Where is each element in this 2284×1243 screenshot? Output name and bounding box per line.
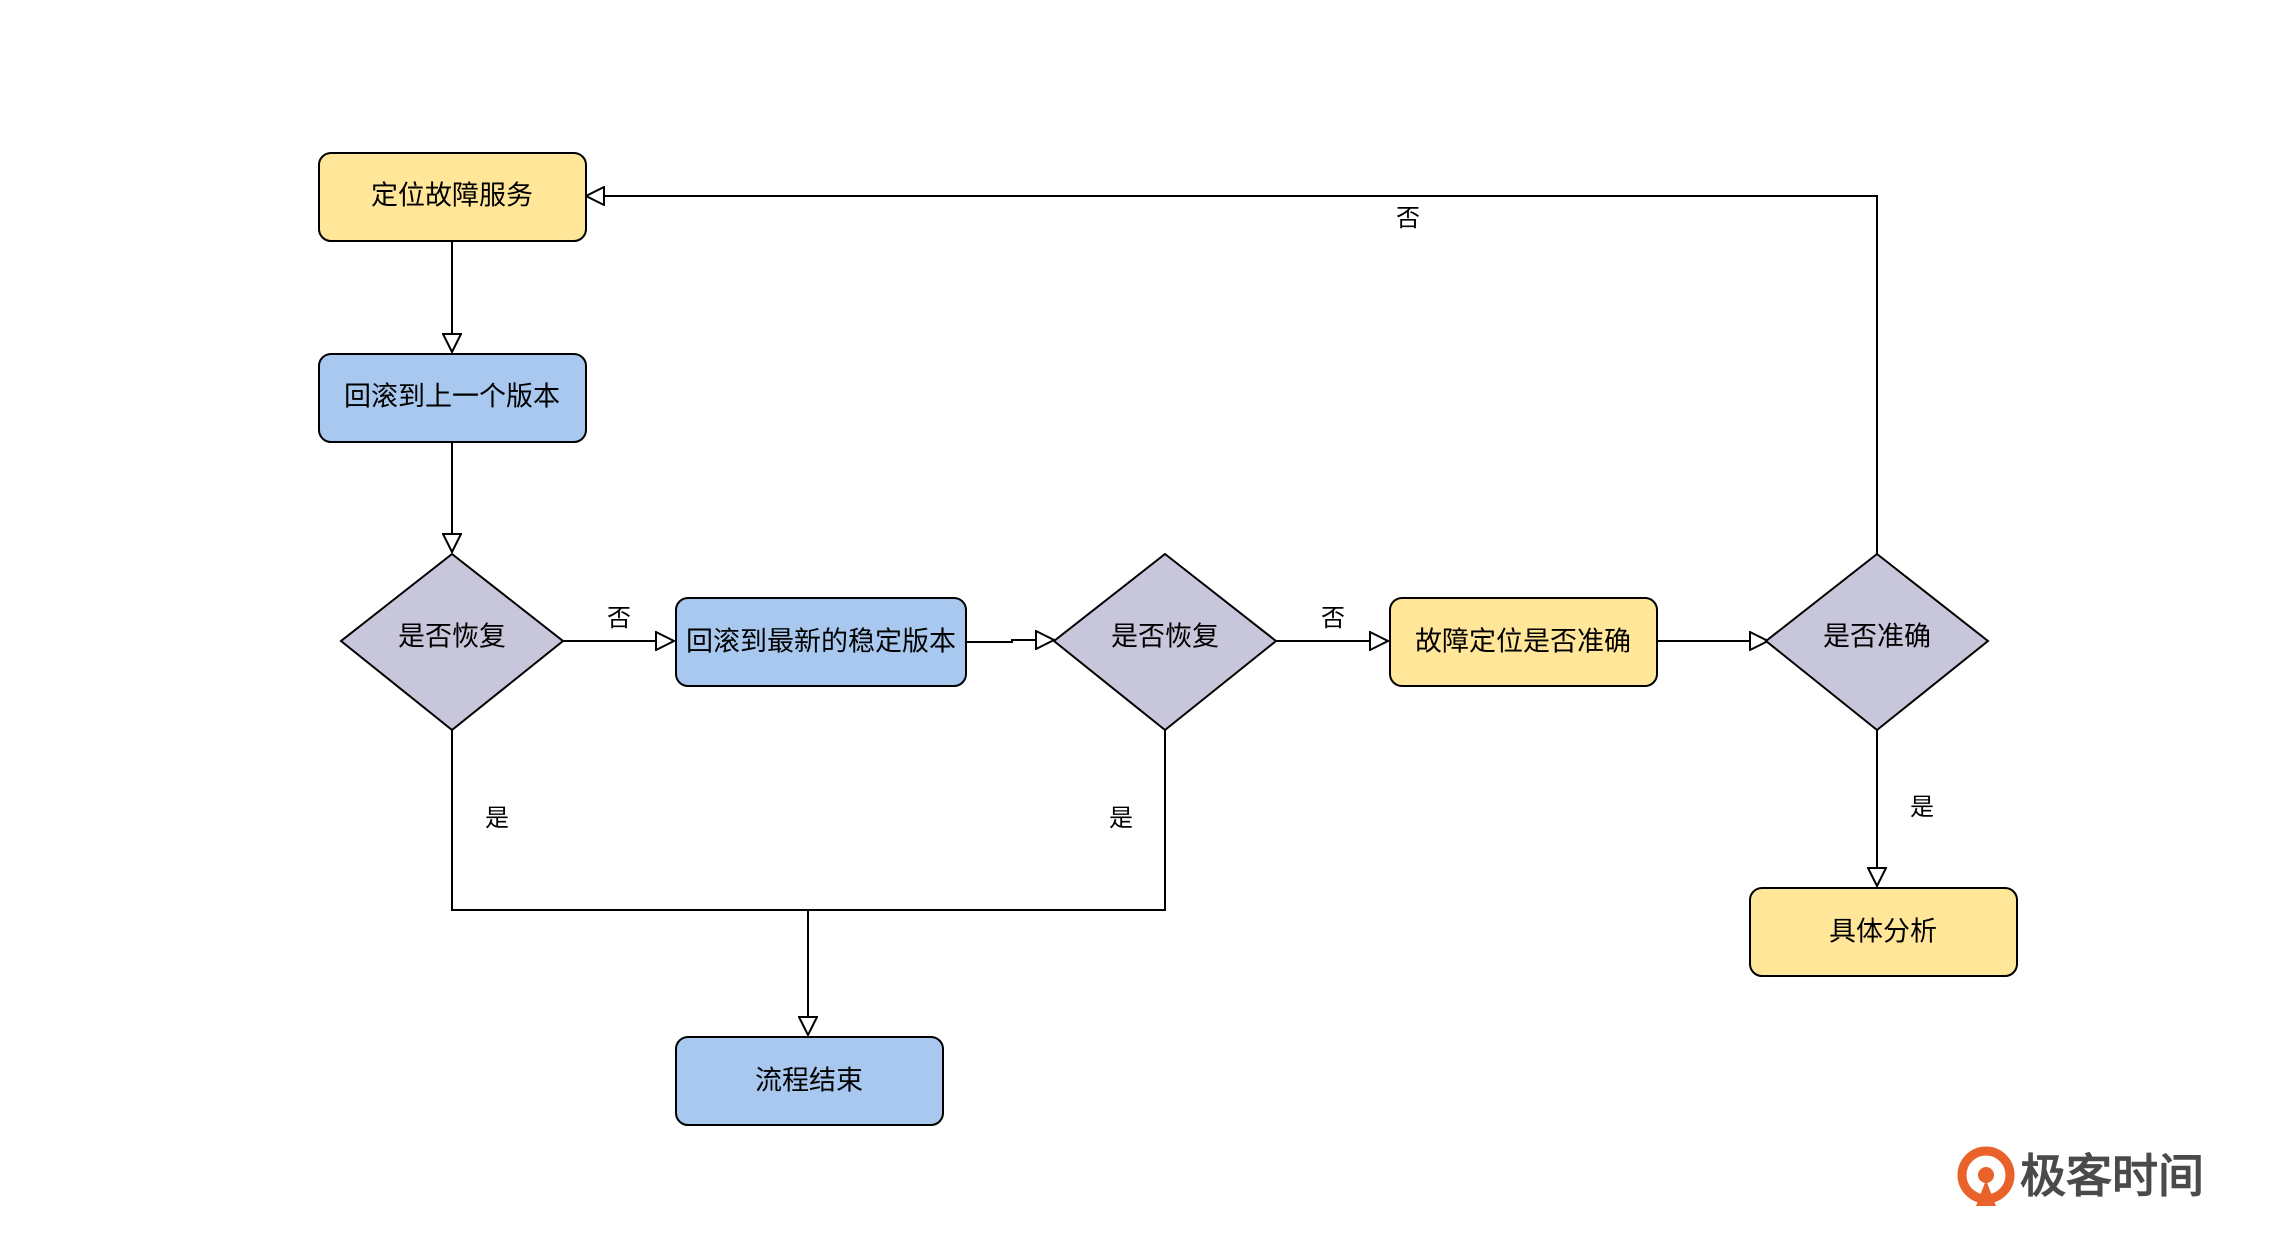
edge-rollback-stable-to-recovered-2 (965, 640, 1054, 642)
decision-label: 是否恢复 (1111, 622, 1219, 653)
brand-name: 极客时间 (2020, 1149, 2204, 1203)
edge-label-yes-3: 是 (1910, 793, 1934, 821)
edge-label-no-3: 否 (1396, 204, 1420, 232)
edge-label-no-2: 否 (1321, 604, 1345, 632)
node-rollback-previous[interactable]: 回滚到上一个版本 (318, 353, 587, 443)
decision-label: 是否恢复 (398, 622, 506, 653)
node-specific-analysis[interactable]: 具体分析 (1749, 887, 2018, 977)
decision-label: 是否准确 (1823, 622, 1931, 653)
node-locate-fault-service[interactable]: 定位故障服务 (318, 152, 587, 242)
edge-recovered-1-yes-merge (451, 730, 808, 911)
decision-is-recovered-1[interactable]: 是否恢复 (339, 552, 565, 732)
edge-label-no-1: 否 (607, 604, 631, 632)
node-label: 流程结束 (755, 1066, 863, 1097)
edge-is-accurate-to-locate-fault-service (586, 196, 1878, 554)
node-label: 回滚到上一个版本 (344, 382, 560, 413)
node-locate-fault-accurate[interactable]: 故障定位是否准确 (1389, 597, 1658, 687)
node-process-end[interactable]: 流程结束 (675, 1036, 944, 1126)
decision-is-recovered-2[interactable]: 是否恢复 (1052, 552, 1278, 732)
node-label: 具体分析 (1829, 917, 1937, 948)
edge-label-yes-1: 是 (485, 804, 509, 832)
node-label: 故障定位是否准确 (1415, 627, 1631, 658)
node-rollback-latest-stable[interactable]: 回滚到最新的稳定版本 (675, 597, 967, 687)
brand-watermark: 极客时间 (1957, 1146, 2204, 1206)
decision-is-accurate[interactable]: 是否准确 (1764, 552, 1990, 732)
edges (452, 196, 1877, 1035)
node-label: 定位故障服务 (371, 181, 533, 212)
node-label: 回滚到最新的稳定版本 (686, 627, 956, 658)
edge-label-yes-2: 是 (1109, 804, 1133, 832)
edge-recovered-2-yes-merge (808, 730, 1166, 911)
edge-labels: 否 否 否 是 是 是 (485, 204, 1934, 832)
geektime-logo-icon (1957, 1146, 2015, 1206)
